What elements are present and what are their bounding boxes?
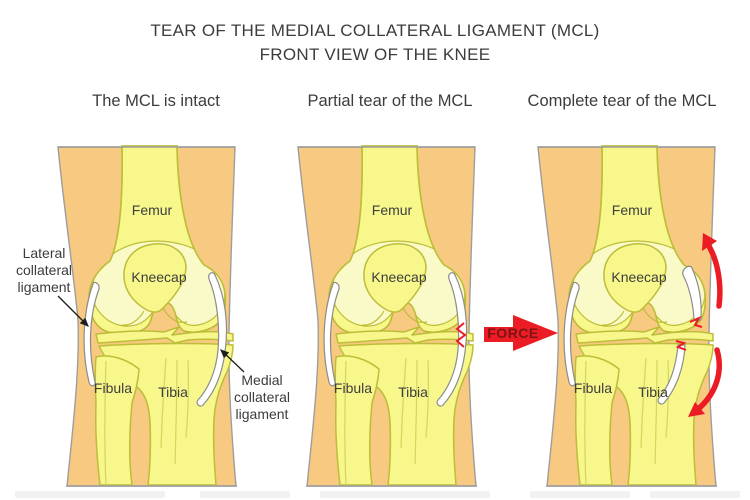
mcl-upper-fragment [682,265,702,322]
tibia-label: Tibia [638,384,668,400]
displacement-arrow-down [694,347,723,413]
watermark-strip [320,491,490,498]
femur-label: Femur [132,202,173,218]
force-label: FORCE [487,325,539,341]
medial-annotation-line3: ligament [235,406,289,422]
lateral-ligament-annotation: Lateral collateral ligament [8,245,80,296]
watermark-strip [15,491,165,498]
figure-title-line2: FRONT VIEW OF THE KNEE [259,45,491,64]
figure-title-line1: TEAR OF THE MEDIAL COLLATERAL LIGAMENT (… [150,21,600,40]
knee-panel-intact: Femur Kneecap Fibula Tibia [36,144,256,489]
medial-ligament-annotation: Medial collateral ligament [222,372,302,423]
kneecap-label: Kneecap [611,269,666,285]
panel-heading-intact: The MCL is intact [92,92,220,110]
tibia-label: Tibia [158,384,188,400]
force-arrow-shape [484,315,558,351]
femur-label: Femur [612,202,653,218]
watermark-strip [650,491,740,498]
watermark-strip [200,491,290,498]
knee-panel-complete-tear: Femur Kneecap Fibula Tibia [516,144,723,489]
knee-artwork [298,146,477,486]
knee-artwork [58,146,237,486]
figure-title: TEAR OF THE MEDIAL COLLATERAL LIGAMENT (… [0,19,750,67]
force-arrow: FORCE [484,315,558,351]
partial-tear-mark [455,322,467,348]
kneecap-label: Kneecap [131,269,186,285]
panel-heading-partial-tear: Partial tear of the MCL [307,92,473,110]
fibula-label: Fibula [334,380,372,396]
displacement-arrow-up [704,240,723,309]
femur-label: Femur [372,202,413,218]
lateral-annotation-line1: Lateral [22,245,66,261]
fibula-label: Fibula [94,380,132,396]
displacement-arrowhead-up [702,233,717,251]
panel-heading-complete-tear: Complete tear of the MCL [527,92,717,110]
watermark-strip [530,491,630,498]
lateral-annotation-line3: ligament [17,279,71,295]
torn-end-lower-mark [675,340,687,351]
medial-annotation-line1: Medial [241,372,283,388]
knee-artwork [538,146,717,486]
mcl-lower-fragment [657,344,686,405]
displacement-arrowhead-down [688,402,705,417]
kneecap-label: Kneecap [371,269,426,285]
torn-end-upper-mark [689,315,703,328]
lateral-annotation-line2: collateral [15,262,73,278]
knee-panel-partial-tear: Femur Kneecap Fibula Tibia [276,144,496,489]
medial-annotation-line2: collateral [233,389,291,405]
tibia-label: Tibia [398,384,428,400]
fibula-label: Fibula [574,380,612,396]
